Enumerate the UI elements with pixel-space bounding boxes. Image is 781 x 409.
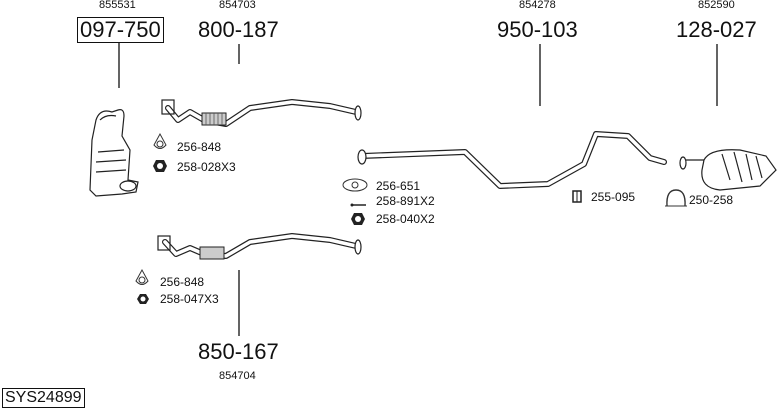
front-pipe-alt-drawing xyxy=(157,233,362,260)
gasket-icon xyxy=(342,178,368,192)
accessory-label[interactable]: 258-040X2 xyxy=(376,212,435,226)
part-ref: 852590 xyxy=(698,0,735,11)
accessory-label[interactable]: 258-891X2 xyxy=(376,194,435,208)
middle-pipe-drawing xyxy=(357,131,667,189)
part-number[interactable]: 097-750 xyxy=(77,17,164,43)
rubber-mount-icon xyxy=(572,190,582,203)
gasket-icon xyxy=(153,132,167,149)
accessory-label[interactable]: 250-258 xyxy=(689,193,734,207)
system-id: SYS24899 xyxy=(2,388,85,408)
part-ref: 855531 xyxy=(99,0,136,11)
part-number[interactable]: 850-167 xyxy=(198,339,279,364)
part-number[interactable]: 128-027 xyxy=(676,17,757,42)
nut-icon xyxy=(137,294,149,304)
bolt-icon xyxy=(350,203,366,207)
front-pipe-drawing xyxy=(161,99,362,127)
nut-icon xyxy=(153,160,167,172)
part-ref: 854278 xyxy=(519,0,556,11)
part-number[interactable]: 800-187 xyxy=(198,17,279,42)
catalytic-converter-drawing xyxy=(89,109,139,197)
accessory-label[interactable]: 256-651 xyxy=(376,179,421,193)
accessory-label[interactable]: 255-095 xyxy=(591,190,636,204)
clamp-icon xyxy=(665,189,687,207)
part-ref: 854703 xyxy=(219,0,256,11)
accessory-label[interactable]: 256-848 xyxy=(177,140,222,154)
part-number[interactable]: 950-103 xyxy=(497,17,578,42)
accessory-label[interactable]: 256-848 xyxy=(160,275,205,289)
gasket-icon xyxy=(135,268,149,285)
nut-icon xyxy=(351,213,365,225)
accessory-label[interactable]: 258-028X3 xyxy=(177,160,236,174)
part-ref: 854704 xyxy=(219,370,256,382)
rear-silencer-drawing xyxy=(679,149,777,191)
accessory-label[interactable]: 258-047X3 xyxy=(160,292,219,306)
